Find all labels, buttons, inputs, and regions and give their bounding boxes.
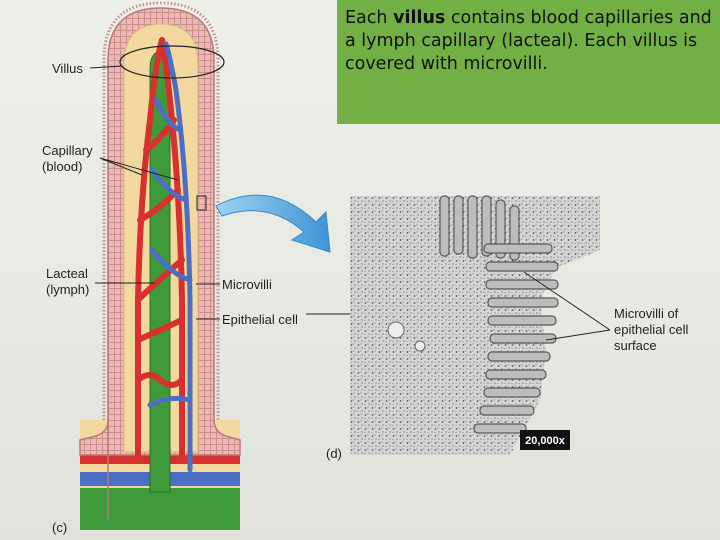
panel-c-label: (c) [52,520,67,535]
epithelial-cell-label: Epithelial cell [222,312,298,327]
microvilli-projections [439,195,559,434]
base-lacteal-band [80,488,240,530]
caption-rest: contains blood capillaries and a lymph c… [345,8,712,74]
caption-prefix: Each [345,8,394,28]
surface-label: surface [614,338,657,353]
vesicle [387,321,405,339]
villus-leader-lines [89,45,225,320]
villus-brush-border [102,1,220,420]
magnification-label: 20,000x [525,435,566,447]
capillary-label: Capillary [42,143,93,158]
capillary-blood-label: (blood) [42,159,82,174]
blood-capillary-network [135,37,185,463]
magnification-badge [520,430,570,450]
villus-diagram: Villus Capillary (blood) Lacteal (lymph)… [42,1,298,535]
microvilli-of-label: Microvilli of [614,306,679,321]
microvilli-label: Microvilli [222,277,272,292]
vesicle [414,340,426,352]
caption-bold-term: villus [393,8,446,28]
lacteal-lymph-label: (lymph) [46,282,89,297]
microvilli-leader-lines [523,271,611,341]
caption-box: Each villus contains blood capillaries a… [337,0,720,124]
electron-micrograph: 20,000x (d) Microvilli of epithelial cel… [326,195,689,461]
venule-network [147,41,193,473]
caption-text: Each villus contains blood capillaries a… [345,7,712,76]
zoom-arrow-icon [215,194,331,253]
epithelial-cell-surface-label: epithelial cell [614,322,689,337]
villus-label: Villus [52,61,83,76]
lacteal-label: Lacteal [46,266,88,281]
panel-d-label: (d) [326,446,342,461]
